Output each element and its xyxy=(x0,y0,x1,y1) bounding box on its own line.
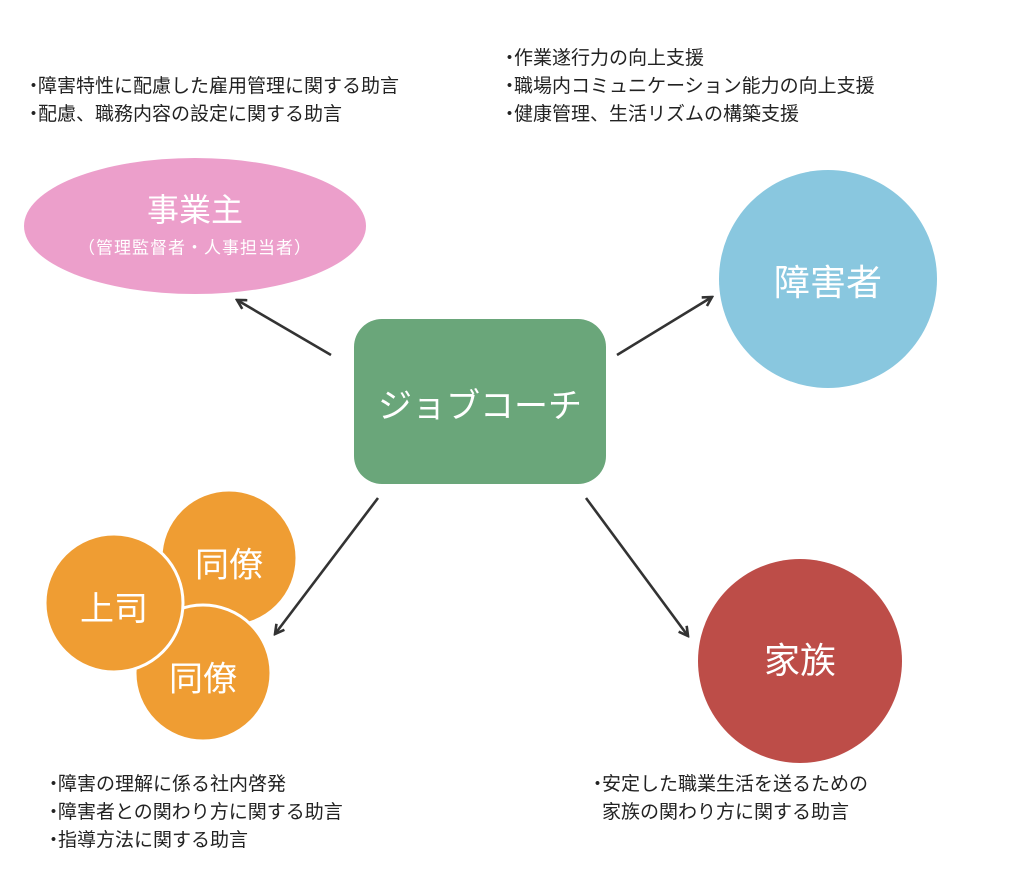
person-note: 作業遂行力の向上支援 xyxy=(500,44,875,72)
employer-support-notes: 障害特性に配慮した雇用管理に関する助言 配慮、職務内容の設定に関する助言 xyxy=(24,72,399,128)
coworker-2-label: 同僚 xyxy=(169,659,237,700)
person-note: 職場内コミュニケーション能力の向上支援 xyxy=(500,72,875,100)
coworker-support-notes: 障害の理解に係る社内啓発 障害者との関わり方に関する助言 指導方法に関する助言 xyxy=(44,770,343,854)
arrow-to-coworkers xyxy=(275,497,380,634)
employer-note: 障害特性に配慮した雇用管理に関する助言 xyxy=(24,72,399,100)
person-note: 健康管理、生活リズムの構築支援 xyxy=(500,100,875,128)
person-support-notes: 作業遂行力の向上支援 職場内コミュニケーション能力の向上支援 健康管理、生活リズ… xyxy=(500,44,875,128)
person-node xyxy=(719,170,937,388)
family-label: 家族 xyxy=(763,641,837,682)
arrow-to-employer xyxy=(237,300,332,357)
employer-title: 事業主 xyxy=(146,191,244,229)
boss-label: 上司 xyxy=(80,589,148,630)
family-note: 安定した職業生活を送るための xyxy=(588,770,868,798)
arrow-to-family xyxy=(584,497,688,636)
arrow-to-person xyxy=(616,297,712,357)
boss-node xyxy=(43,532,185,674)
job-coach-label: ジョブコーチ xyxy=(378,386,582,427)
coworker-1-label: 同僚 xyxy=(195,545,263,586)
coworker-note: 障害者との関わり方に関する助言 xyxy=(44,798,343,826)
family-node xyxy=(698,559,902,763)
family-support-notes: 安定した職業生活を送るための 家族の関わり方に関する助言 xyxy=(588,770,868,826)
employer-node xyxy=(24,158,366,294)
employer-subtitle: （管理監督者・人事担当者） xyxy=(78,238,312,259)
coworker-note: 指導方法に関する助言 xyxy=(44,826,343,854)
person-label: 障害者 xyxy=(773,263,883,304)
coworker-note: 障害の理解に係る社内啓発 xyxy=(44,770,343,798)
employer-note: 配慮、職務内容の設定に関する助言 xyxy=(24,100,399,128)
family-note: 家族の関わり方に関する助言 xyxy=(602,801,850,823)
job-coach-node xyxy=(354,319,606,484)
